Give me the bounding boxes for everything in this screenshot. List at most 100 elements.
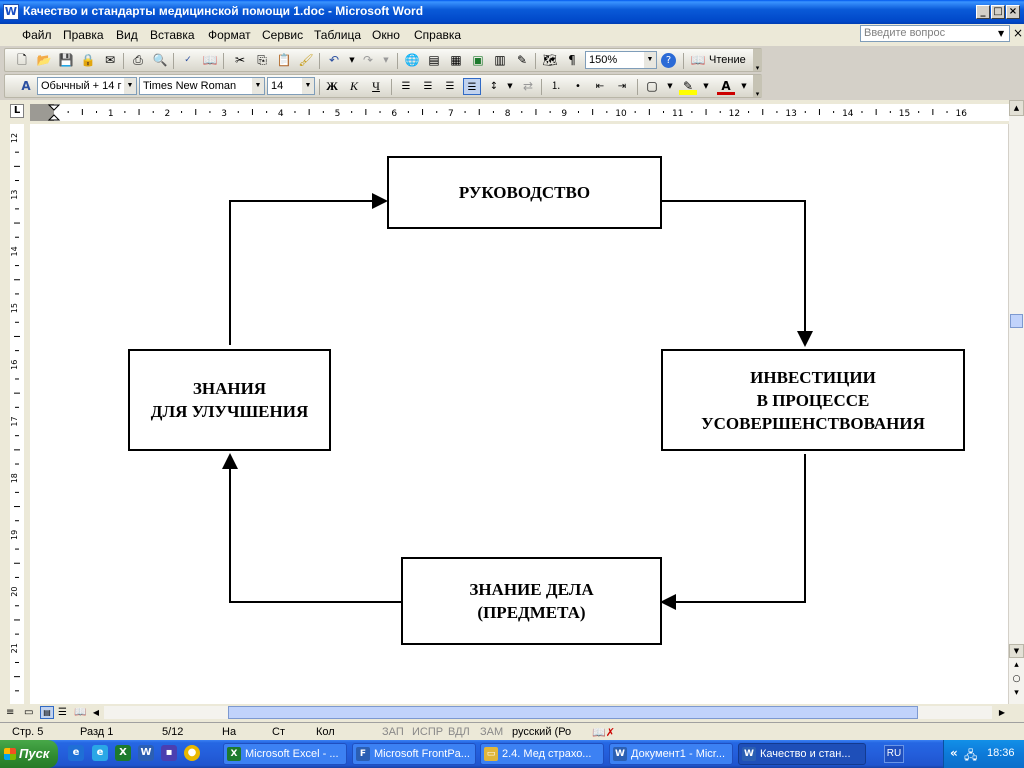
- copy-icon[interactable]: ⎘: [257, 53, 267, 67]
- select-browse-object-icon[interactable]: ○: [1012, 674, 1021, 684]
- zoom-select[interactable]: 150% ▼: [585, 51, 657, 69]
- scroll-thumb[interactable]: [1010, 314, 1023, 328]
- menu-table[interactable]: Таблица: [314, 28, 362, 42]
- new-document-icon[interactable]: 🗋: [17, 53, 27, 67]
- print-icon[interactable]: ⎙: [133, 53, 143, 67]
- spelling-icon[interactable]: ✓: [184, 55, 192, 65]
- status-extend[interactable]: ВДЛ: [448, 726, 470, 738]
- align-center-icon[interactable]: ☰: [423, 81, 433, 92]
- scroll-up-icon[interactable]: ▲: [1009, 100, 1024, 116]
- word-quicklaunch-icon[interactable]: W: [138, 745, 154, 761]
- decrease-indent-icon[interactable]: ⇤: [595, 81, 605, 92]
- web-view-icon[interactable]: ▭: [24, 707, 34, 718]
- menu-insert[interactable]: Вставка: [150, 28, 195, 42]
- menu-edit[interactable]: Правка: [63, 28, 104, 42]
- hyperlink-icon[interactable]: 🌐: [404, 53, 420, 67]
- drawing-icon[interactable]: ✎: [516, 53, 528, 67]
- print-layout-icon[interactable]: ▤: [40, 706, 54, 719]
- show-formatting-icon[interactable]: ¶: [568, 53, 576, 67]
- word-app-icon[interactable]: W: [3, 4, 19, 20]
- scroll-down-icon[interactable]: ▼: [1009, 644, 1024, 658]
- menu-help[interactable]: Справка: [414, 28, 462, 42]
- horizontal-scroll-thumb[interactable]: [228, 706, 918, 719]
- outline-view-icon[interactable]: ☰: [58, 707, 67, 718]
- borders-icon[interactable]: ▢: [646, 79, 658, 93]
- scroll-left-icon[interactable]: ◀: [92, 708, 100, 717]
- vertical-scrollbar[interactable]: ▲ ▼ ▴ ○ ▾: [1009, 100, 1024, 704]
- increase-indent-icon[interactable]: ⇥: [617, 81, 627, 92]
- paste-icon[interactable]: 📋: [276, 53, 292, 67]
- research-icon[interactable]: 📖: [202, 53, 218, 67]
- chevron-down-icon[interactable]: ▼: [703, 82, 709, 90]
- minimize-button[interactable]: _: [976, 5, 990, 19]
- undo-icon[interactable]: ↶: [328, 53, 340, 67]
- task-excel[interactable]: X Microsoft Excel - ...: [223, 743, 347, 765]
- task-current-document[interactable]: W Качество и стан...: [738, 743, 866, 765]
- horizontal-scroll-track[interactable]: [104, 706, 992, 719]
- task-folder[interactable]: ▭ 2.4. Мед страхо...: [480, 743, 604, 765]
- redo-icon[interactable]: ↷: [362, 53, 374, 67]
- start-button[interactable]: Пуск: [0, 740, 58, 768]
- chevron-down-icon[interactable]: ▼: [667, 82, 673, 90]
- style-select[interactable]: Обычный + 14 г ▼: [37, 77, 137, 95]
- help-search-input[interactable]: Введите вопрос: [860, 25, 1010, 42]
- insert-table-icon[interactable]: ▦: [450, 53, 462, 67]
- save-icon[interactable]: 💾: [58, 53, 74, 67]
- read-mode-icon[interactable]: 📖: [690, 53, 706, 67]
- font-size-select[interactable]: 14 ▼: [267, 77, 315, 95]
- chevron-down-icon[interactable]: ▼: [741, 82, 747, 90]
- numbering-icon[interactable]: ⒈: [551, 81, 561, 92]
- email-icon[interactable]: ✉: [104, 53, 116, 67]
- media-icon[interactable]: ●: [184, 745, 200, 761]
- tab-selector-icon[interactable]: L: [10, 104, 24, 118]
- align-right-icon[interactable]: ☰: [445, 81, 455, 92]
- toolbar-options-icon[interactable]: ▾: [753, 75, 762, 98]
- ie-icon[interactable]: e: [68, 745, 84, 761]
- text-direction-icon[interactable]: ⇄: [522, 79, 534, 93]
- status-overtype[interactable]: ЗАМ: [480, 726, 504, 738]
- menu-window[interactable]: Окно: [372, 28, 400, 42]
- show-hidden-icons-icon[interactable]: «: [950, 746, 958, 760]
- tables-borders-icon[interactable]: ▤: [428, 53, 440, 67]
- help-dropdown-icon[interactable]: ▼: [998, 29, 1005, 38]
- permission-icon[interactable]: 🔒: [80, 53, 96, 67]
- menu-view[interactable]: Вид: [116, 28, 138, 42]
- next-page-icon[interactable]: ▾: [1014, 688, 1019, 698]
- help-icon[interactable]: ?: [661, 53, 676, 68]
- highlight-icon[interactable]: ✎: [679, 78, 697, 95]
- font-color-icon[interactable]: A: [717, 78, 735, 95]
- save-quicklaunch-icon[interactable]: ▪: [161, 745, 177, 761]
- document-page[interactable]: РУКОВОДСТВО ИНВЕСТИЦИИ В ПРОЦЕССЕ УСОВЕР…: [30, 124, 1008, 704]
- excel-quicklaunch-icon[interactable]: X: [115, 745, 131, 761]
- network-icon[interactable]: 🖧: [964, 748, 978, 762]
- browser-icon[interactable]: e: [92, 745, 108, 761]
- normal-view-icon[interactable]: ≡: [6, 707, 15, 718]
- language-indicator[interactable]: RU: [884, 745, 904, 763]
- task-frontpage[interactable]: F Microsoft FrontPa...: [352, 743, 476, 765]
- open-folder-icon[interactable]: 📂: [36, 53, 52, 67]
- print-preview-icon[interactable]: 🔍: [152, 53, 168, 67]
- underline-button[interactable]: Ч: [372, 79, 380, 93]
- menu-format[interactable]: Формат: [208, 28, 251, 42]
- columns-icon[interactable]: ▥: [494, 53, 506, 67]
- maximize-button[interactable]: □: [991, 5, 1005, 19]
- task-document1[interactable]: W Документ1 - Micr...: [609, 743, 733, 765]
- document-map-icon[interactable]: 🗺: [542, 53, 558, 67]
- format-painter-icon[interactable]: 🖌: [298, 53, 314, 67]
- scroll-right-icon[interactable]: ▶: [998, 708, 1006, 717]
- reading-view-icon[interactable]: 📖: [74, 707, 87, 718]
- italic-button[interactable]: К: [350, 79, 358, 93]
- bullets-icon[interactable]: •: [575, 81, 581, 92]
- menu-file[interactable]: Файл: [22, 28, 52, 42]
- insert-excel-icon[interactable]: ▣: [472, 53, 484, 67]
- read-mode-button[interactable]: Чтение: [709, 54, 746, 66]
- status-record[interactable]: ЗАП: [382, 726, 404, 738]
- toolbar-options-icon[interactable]: ▾: [753, 49, 762, 72]
- undo-dropdown-icon[interactable]: ▼: [349, 56, 355, 64]
- align-left-icon[interactable]: ☰: [401, 81, 411, 92]
- font-select[interactable]: Times New Roman ▼: [139, 77, 265, 95]
- redo-dropdown-icon[interactable]: ▼: [383, 56, 389, 64]
- previous-page-icon[interactable]: ▴: [1014, 660, 1019, 670]
- line-spacing-icon[interactable]: ↕: [489, 81, 499, 92]
